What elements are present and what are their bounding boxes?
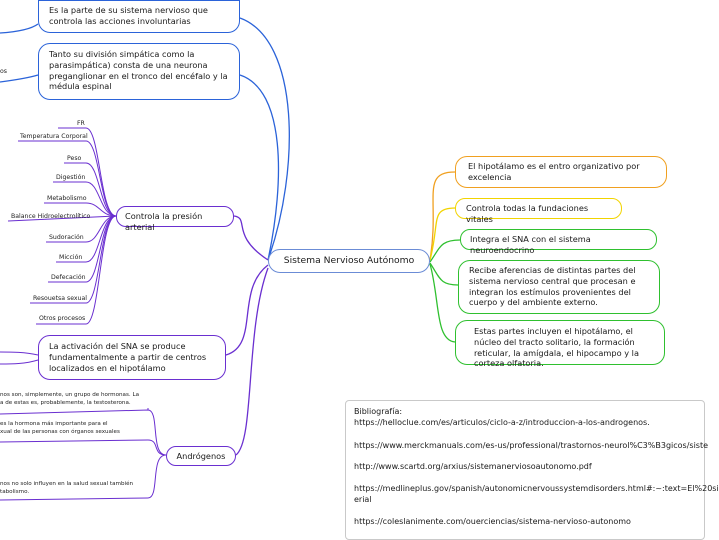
node-involuntary-actions-label: Es la parte de su sistema nervioso que c… — [49, 5, 208, 26]
androgen-fragment-3-line2: tabolismo. — [0, 488, 30, 495]
central-topic[interactable]: Sistema Nervioso Autónomo — [268, 249, 430, 273]
bibliography-title: Bibliografía: — [354, 407, 403, 416]
bibliography-link-4-continued: erial — [354, 494, 372, 504]
bibliography-link-2[interactable]: https://www.merckmanuals.com/es-us/profe… — [354, 440, 709, 450]
node-brain-parts[interactable]: Estas partes incluyen el hipotálamo, el … — [455, 320, 665, 369]
node-sympathetic-division-label: Tanto su división simpática como la para… — [49, 49, 228, 92]
node-androgens-label: Andrógenos — [176, 451, 226, 461]
leaf-weight: Peso — [67, 155, 82, 162]
leaf-hydroelectrolytic-balance: Balance Hidroelectrolítico — [11, 213, 91, 220]
leaf-metabolism: Metabolismo — [47, 195, 87, 202]
connector-lines — [0, 17, 461, 501]
androgen-fragment-1-line1: nos son, simplemente, un grupo de hormon… — [0, 392, 140, 398]
bibliography-link-1[interactable]: https://helloclue.com/es/articulos/ciclo… — [354, 417, 650, 427]
leaf-body-temperature: Temperatura Corporal — [20, 133, 88, 140]
leaf-fr: FR — [77, 120, 85, 127]
androgen-fragment-3-line1: nos no solo influyen en la salud sexual … — [0, 481, 134, 487]
leaf-digestion: Digestión — [56, 174, 86, 181]
androgen-fragment-2: es la hormona más importante para el xua… — [0, 421, 120, 437]
node-afferent-inputs[interactable]: Recibe aferencias de distintas partes de… — [458, 260, 660, 314]
node-vital-functions[interactable]: Controla todas la fundaciones vitales — [455, 198, 622, 224]
node-blood-pressure[interactable]: Controla la presión arterial — [116, 206, 234, 232]
leaf-defecation: Defecación — [51, 274, 86, 281]
bibliography-link-3[interactable]: http://www.scartd.org/arxius/sistemanerv… — [354, 462, 592, 472]
bibliography-first-entry: Bibliografía: https://helloclue.com/es/a… — [354, 407, 696, 429]
leaf-other-processes: Otros procesos — [39, 315, 86, 322]
bibliography-link-5[interactable]: https://coleslanimente.com/ouerciencias/… — [354, 516, 631, 526]
node-vital-functions-label: Controla todas la fundaciones vitales — [466, 203, 589, 224]
leaf-urination: Micción — [59, 254, 83, 261]
bibliography-box[interactable]: Bibliografía: https://helloclue.com/es/a… — [345, 400, 719, 540]
node-androgens[interactable]: Andrógenos — [166, 446, 236, 466]
androgen-fragment-1: nos son, simplemente, un grupo de hormon… — [0, 392, 139, 408]
leaf-sexual-response: Resouetsa sexual — [33, 295, 87, 302]
leaf-sweating: Sudoración — [49, 234, 84, 241]
node-neuroendocrine-integration-label: Integra el SNA con el sistema neuroendoc… — [470, 234, 591, 255]
central-topic-label: Sistema Nervioso Autónomo — [283, 255, 415, 266]
androgen-fragment-3: nos no solo influyen en la salud sexual … — [0, 481, 133, 497]
node-hypothalamus-center-label: El hipotálamo es el entro organizativo p… — [468, 161, 640, 182]
node-sympathetic-division[interactable]: Tanto su división simpática como la para… — [38, 43, 240, 100]
fragment-os: os — [0, 68, 8, 75]
node-sna-activation-label: La activación del SNA se produce fundame… — [49, 341, 207, 373]
bibliography-link-4[interactable]: https://medlineplus.gov/spanish/autonomi… — [354, 484, 719, 494]
androgen-fragment-2-line2: xual de las personas con órganos sexuale… — [0, 428, 120, 435]
node-brain-parts-label: Estas partes incluyen el hipotálamo, el … — [474, 326, 639, 369]
node-afferent-inputs-label: Recibe aferencias de distintas partes de… — [469, 265, 636, 308]
node-involuntary-actions[interactable]: Es la parte de su sistema nervioso que c… — [38, 0, 240, 33]
node-blood-pressure-label: Controla la presión arterial — [125, 211, 203, 232]
androgen-fragment-2-line1: es la hormona más importante para el — [0, 421, 108, 427]
node-sna-activation[interactable]: La activación del SNA se produce fundame… — [38, 335, 226, 380]
node-hypothalamus-center[interactable]: El hipotálamo es el entro organizativo p… — [455, 156, 667, 188]
node-neuroendocrine-integration[interactable]: Integra el SNA con el sistema neuroendoc… — [460, 229, 657, 255]
androgen-fragment-1-line2: a de estas es, probablemente, la testost… — [0, 399, 131, 406]
